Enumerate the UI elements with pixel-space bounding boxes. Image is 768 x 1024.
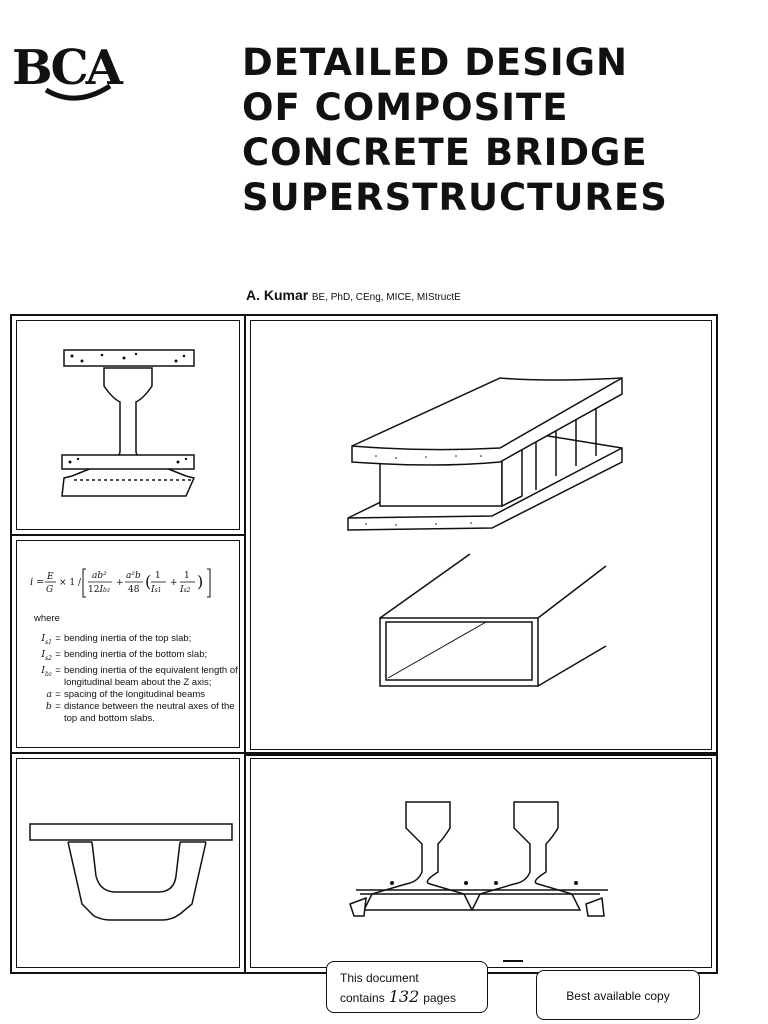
svg-text:(: (	[145, 572, 151, 591]
definition-text: distance between the neutral axes of the…	[64, 700, 235, 724]
svg-text:1: 1	[155, 571, 161, 581]
svg-text:+: +	[170, 578, 178, 588]
bca-logo: BCA	[12, 40, 127, 101]
svg-text:12Ibz: 12Ibz	[88, 585, 111, 595]
title-line: SUPERSTRUCTURES	[242, 176, 668, 219]
svg-text:i: i	[30, 577, 33, 588]
definition-row: Is2= bending inertia of the bottom slab;	[34, 649, 239, 665]
svg-text:a²b: a²b	[126, 571, 141, 581]
definition-symbol: Is1	[41, 633, 52, 646]
panel-isometric	[244, 314, 718, 756]
svg-text:48: 48	[128, 585, 140, 595]
beam-section-drawing	[61, 349, 196, 497]
svg-text:× 1 /: × 1 /	[59, 578, 82, 588]
svg-text:1: 1	[184, 571, 190, 581]
definition-row: b= distance between the neutral axes of …	[34, 701, 239, 725]
panel-beam-section	[10, 314, 246, 536]
definition-text: bending inertia of the top slab;	[64, 633, 192, 644]
document-title: DETAILED DESIGN OF COMPOSITE CONCRETE BR…	[242, 40, 668, 220]
svg-text:G: G	[46, 585, 53, 595]
contains-label: contains	[340, 991, 385, 1005]
equals-mark	[503, 960, 523, 974]
panel-box-section	[10, 752, 246, 974]
isometric-drawing	[347, 377, 623, 687]
title-line: CONCRETE BRIDGE	[242, 131, 648, 174]
definition-symbol: Is2	[41, 648, 52, 662]
title-line: DETAILED DESIGN	[242, 41, 628, 84]
stamp-line: This document	[340, 971, 419, 985]
svg-text:Is1: Is1	[150, 585, 161, 595]
definition-symbol: a	[46, 688, 52, 700]
title-line: OF COMPOSITE	[242, 86, 569, 129]
definition-text: spacing of the longitudinal beams	[64, 688, 206, 700]
svg-text:E: E	[46, 572, 54, 582]
definition-row: Ibz= bending inertia of the equivalent l…	[34, 665, 239, 689]
author-line: A. Kumar BE, PhD, CEng, MICE, MIStructE	[246, 287, 461, 303]
definition-text: bending inertia of the bottom slab;	[64, 648, 208, 660]
svg-text:+: +	[116, 578, 124, 588]
page-count: 132	[388, 987, 420, 1006]
definition-row: Is1= bending inertia of the top slab;	[34, 633, 239, 649]
definition-text: bending inertia of the equivalent length…	[64, 664, 238, 688]
svg-text:Is2: Is2	[179, 585, 191, 595]
best-copy-label: Best available copy	[566, 989, 670, 1003]
svg-text:ab²: ab²	[92, 571, 107, 581]
svg-text:): )	[197, 572, 203, 591]
author-credentials: BE, PhD, CEng, MICE, MIStructE	[311, 292, 461, 303]
definition-symbol: Ibz	[41, 664, 52, 678]
pages-label: pages	[423, 991, 456, 1005]
best-copy-stamp: Best available copy	[536, 970, 700, 1020]
definition-row: a= spacing of the longitudinal beams	[34, 689, 239, 701]
formula-definitions: where Is1= bending inertia of the top sl…	[34, 613, 239, 725]
definition-symbol: b	[45, 700, 52, 712]
panel-two-beams	[244, 752, 718, 974]
box-section-drawing	[29, 823, 233, 921]
torsion-formula: i = E G × 1 / ab² 12Ibz + a²b 48 ( 1 Is1…	[30, 568, 211, 598]
svg-text:=: =	[36, 577, 44, 588]
two-beams-drawing	[349, 801, 608, 917]
where-label: where	[34, 613, 60, 624]
author-name: A. Kumar	[246, 287, 309, 303]
